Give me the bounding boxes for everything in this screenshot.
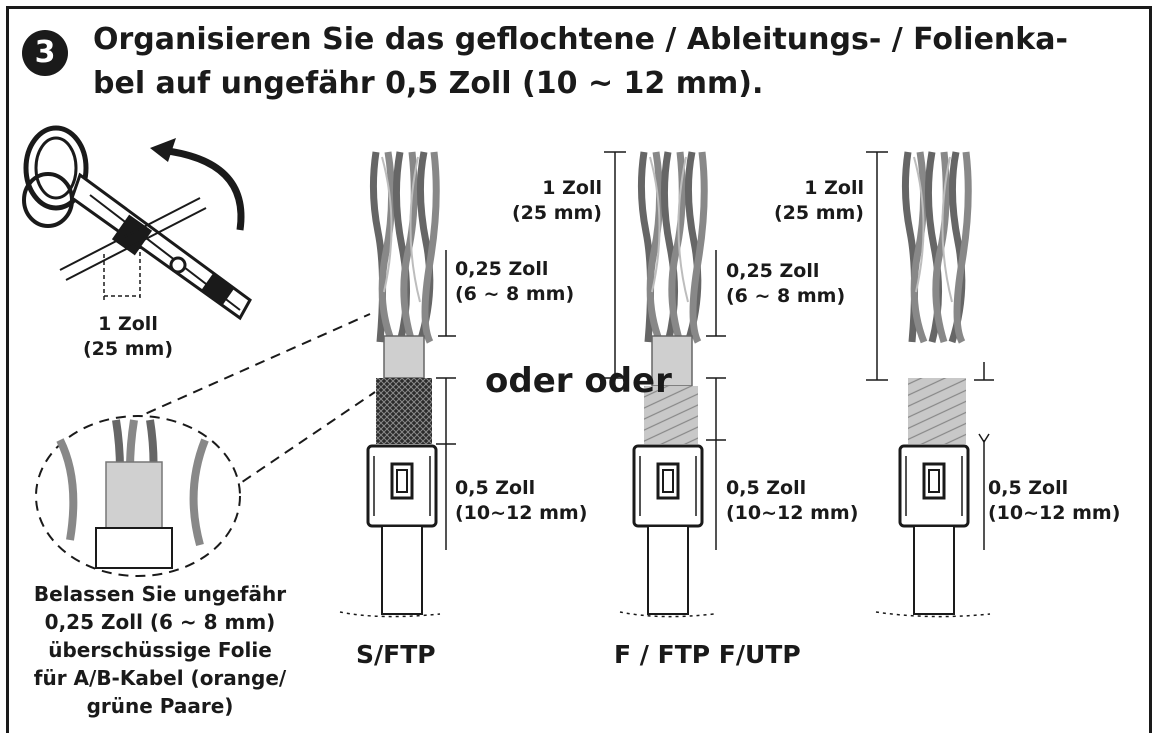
note-line-2: 0,25 Zoll (6 ~ 8 mm)	[44, 610, 276, 634]
cable2-bottom-label: 0,5 Zoll (10~12 mm)	[726, 477, 859, 524]
cable-sftp-icon	[373, 152, 436, 342]
cable3-top-label: 1 Zoll (25 mm)	[773, 177, 864, 224]
diagram-frame	[6, 6, 1152, 733]
note-line-5: grüne Paare)	[86, 694, 234, 718]
note-line-3: überschüssige Folie	[48, 638, 272, 662]
cable-fftp-icon	[641, 152, 704, 342]
cable3-bottom-label: 0,5 Zoll (10~12 mm)	[988, 477, 1121, 524]
cable1-caption: S/FTP	[356, 640, 436, 669]
instruction-title: Organisieren Sie das geflochtene / Ablei…	[93, 18, 1133, 106]
note-line-4: für A/B-Kabel (orange/	[33, 666, 287, 690]
foil-note: Belassen Sie ungefähr 0,25 Zoll (6 ~ 8 m…	[10, 580, 310, 720]
cable2-top-label: 1 Zoll (25 mm)	[511, 177, 602, 224]
cable2-small-label: 0,25 Zoll (6 ~ 8 mm)	[726, 260, 846, 307]
oder-text: oder oder	[485, 361, 672, 401]
magnified-detail-icon	[35, 313, 376, 577]
cable2-caption: F / FTP F/UTP	[614, 640, 801, 669]
dimension-lines-3	[866, 151, 994, 550]
dimension-lines-1	[436, 250, 456, 550]
note-line-1: Belassen Sie ungefähr	[33, 582, 287, 606]
cable1-bottom-label: 0,5 Zoll (10~12 mm)	[455, 477, 588, 524]
cable1-small-label: 0,25 Zoll (6 ~ 8 mm)	[455, 258, 575, 305]
stripper-tool-icon	[22, 125, 252, 321]
cable-utp-icon	[905, 152, 968, 342]
dimension-lines-2	[604, 151, 726, 550]
title-line-2: bel auf ungefähr 0,5 Zoll (10 ~ 12 mm).	[93, 66, 764, 101]
title-line-1: Organisieren Sie das geflochtene / Ablei…	[93, 22, 1068, 57]
tool-measure-label: 1 Zoll (25 mm)	[82, 313, 174, 360]
step-number-badge: 3	[22, 30, 68, 76]
